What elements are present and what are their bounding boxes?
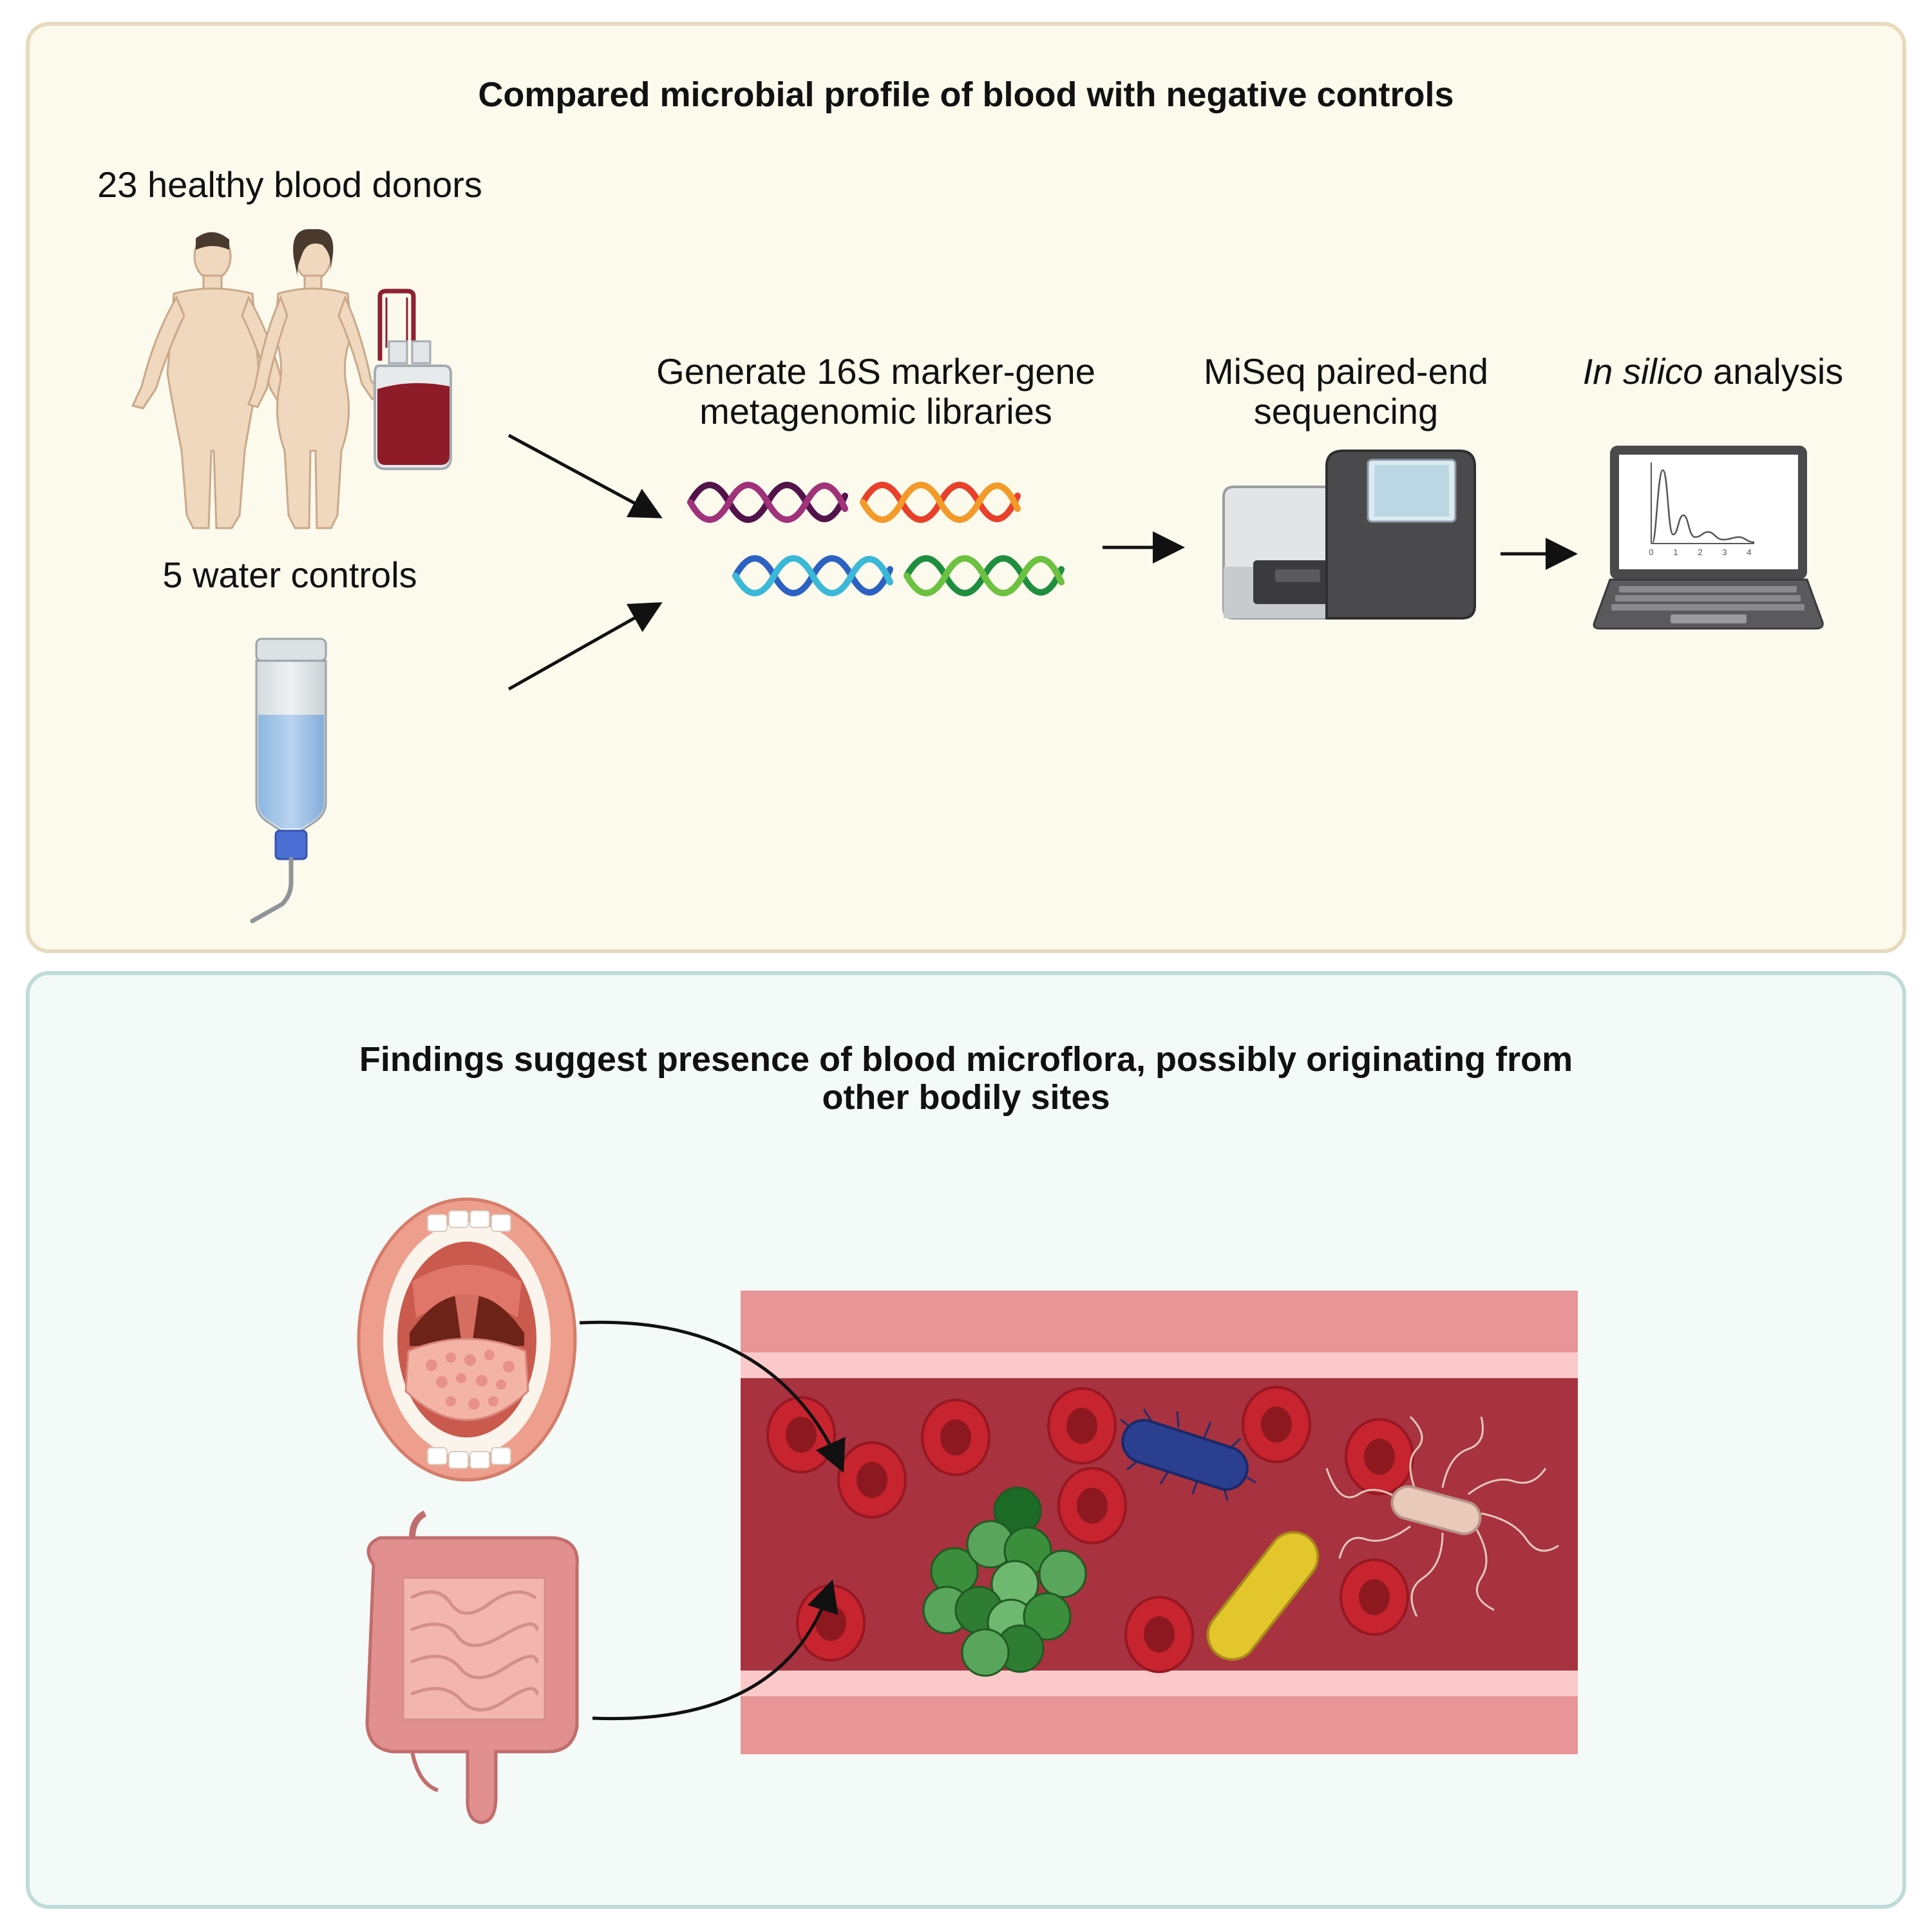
dna-helix-orange <box>860 482 1021 523</box>
laptop-tick-2: 2 <box>1698 547 1702 557</box>
laptop-tick-1: 1 <box>1673 547 1678 557</box>
blue-rod-bacterium <box>1120 1408 1256 1501</box>
donor-to-library-arrow <box>507 433 663 518</box>
gut-to-vessel-arrow <box>592 1579 838 1721</box>
findings-title: Findings suggest presence of blood micro… <box>359 1040 1573 1117</box>
donors-label: 23 healthy blood donors <box>97 164 482 205</box>
mouth-to-vessel-arrow <box>579 1320 846 1473</box>
blood-donors-icon <box>131 229 452 529</box>
yellow-rod-bacterium <box>1206 1531 1320 1661</box>
blood-vessel-icon <box>741 1291 1578 1754</box>
red-blood-cells <box>766 1386 1559 1677</box>
library-label: Generate 16S marker-gene metagenomic lib… <box>656 351 1095 431</box>
dna-helix-green <box>904 555 1065 596</box>
flagellated-bacterium <box>1325 1416 1559 1617</box>
dna-helix-icons <box>687 482 1065 596</box>
analysis-label-rest: analysis <box>1703 351 1844 392</box>
mouth-icon <box>357 1197 577 1482</box>
methods-title: Compared microbial profile of blood with… <box>478 75 1454 114</box>
laptop-tick-3: 3 <box>1722 547 1727 557</box>
water-control-bottle-icon <box>250 638 327 923</box>
cocci-cluster <box>922 1486 1087 1677</box>
laptop-tick-4: 4 <box>1747 547 1751 557</box>
laptop-analysis-icon: 0 1 2 3 4 <box>1593 446 1824 630</box>
laptop-chart-trace <box>1651 469 1755 544</box>
dna-helix-blue <box>732 555 893 596</box>
analysis-label: In silico analysis <box>1533 352 1893 392</box>
laptop-tick-0: 0 <box>1649 547 1653 557</box>
control-to-library-arrow <box>507 602 663 691</box>
miseq-sequencer-icon <box>1222 450 1476 620</box>
intestines-icon <box>365 1510 579 1824</box>
analysis-label-italic: In silico <box>1582 351 1703 392</box>
controls-label: 5 water controls <box>162 554 417 595</box>
dna-helix-purple <box>687 482 848 523</box>
sequencing-label: MiSeq paired-end sequencing <box>1203 351 1489 431</box>
